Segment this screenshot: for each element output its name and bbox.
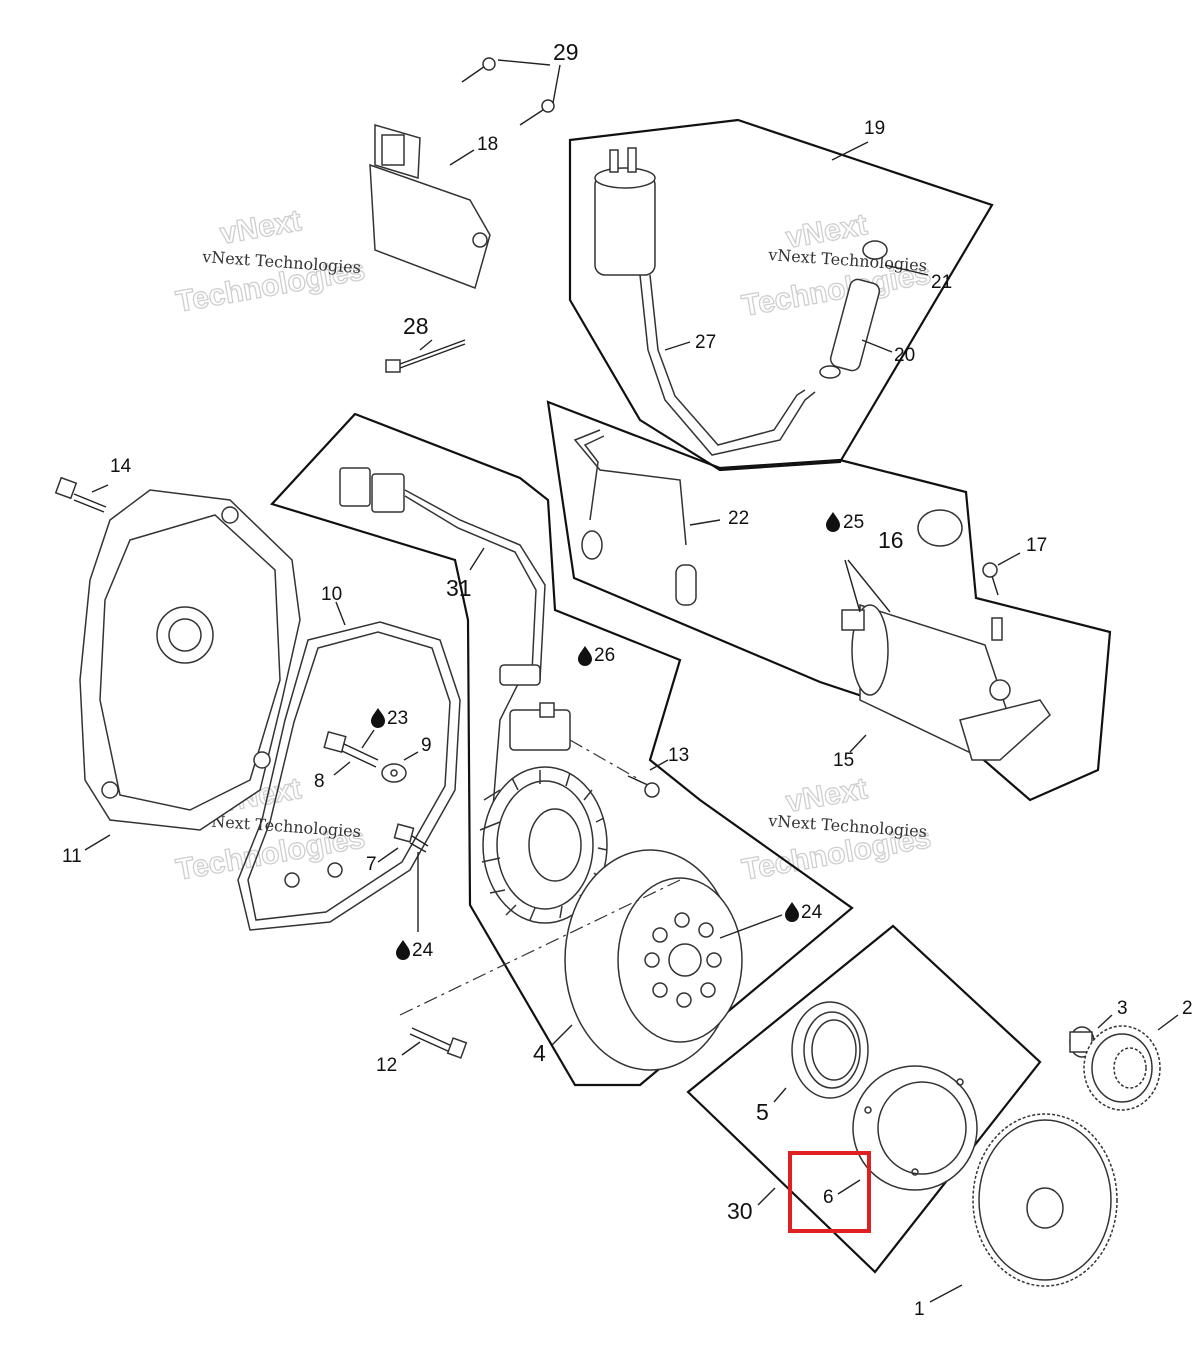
callout-11[interactable]: 11 bbox=[62, 846, 82, 867]
stator-part bbox=[479, 766, 608, 924]
callout-24: 24 bbox=[412, 940, 434, 961]
callout-9[interactable]: 9 bbox=[421, 735, 432, 756]
callout-15[interactable]: 15 bbox=[833, 750, 854, 771]
flywheel-rotor-part bbox=[564, 849, 743, 1071]
starter-group-frame bbox=[546, 400, 1112, 802]
voltage-regulator-part bbox=[369, 124, 491, 289]
callout-10[interactable]: 10 bbox=[321, 584, 342, 605]
screw-29b bbox=[519, 99, 555, 126]
oil-drop-icon bbox=[785, 902, 799, 922]
bolt-8 bbox=[323, 731, 379, 768]
ignition-coil-group-frame bbox=[568, 118, 994, 472]
callout-29[interactable]: 29 bbox=[553, 39, 579, 65]
callout-6[interactable]: 6 bbox=[823, 1187, 834, 1208]
starter-clutch-group-frame bbox=[686, 924, 1042, 1274]
dowel-pin-7 bbox=[393, 823, 429, 853]
stator-group-frame bbox=[270, 412, 854, 1087]
callout-7[interactable]: 7 bbox=[366, 854, 377, 875]
oil-drop-icon bbox=[396, 940, 410, 960]
starter-motor-part bbox=[841, 603, 1051, 761]
one-way-clutch-part bbox=[791, 1001, 869, 1099]
oil-drop-icon bbox=[578, 646, 592, 666]
callout-20[interactable]: 20 bbox=[894, 345, 915, 366]
callout-8[interactable]: 8 bbox=[314, 771, 325, 792]
spark-plug-cap-part bbox=[819, 240, 888, 379]
callout-23-group[interactable]: 23 bbox=[371, 708, 408, 729]
o-ring-part bbox=[917, 509, 963, 547]
callout-4[interactable]: 4 bbox=[533, 1040, 546, 1066]
watermark-top-right: vNext Technologies vNext Technologies bbox=[739, 208, 934, 324]
clutch-housing-part bbox=[852, 1065, 978, 1191]
callout-17[interactable]: 17 bbox=[1026, 535, 1047, 556]
callout-12[interactable]: 12 bbox=[376, 1055, 397, 1076]
callout-5[interactable]: 5 bbox=[756, 1099, 769, 1125]
washer-9 bbox=[381, 763, 407, 783]
stator-harness-part bbox=[339, 467, 571, 821]
ignition-coil-part bbox=[594, 147, 816, 456]
idler-gear-2 bbox=[1083, 1025, 1161, 1111]
callout-31[interactable]: 31 bbox=[446, 575, 472, 601]
svg-text:vNext: vNext bbox=[783, 772, 869, 819]
callout-26-group[interactable]: 26 bbox=[578, 645, 615, 666]
cover-gasket-part bbox=[237, 621, 461, 931]
oil-drop-icon bbox=[371, 708, 385, 728]
callout-25: 25 bbox=[843, 512, 864, 533]
svg-text:vNext: vNext bbox=[217, 204, 303, 251]
screw-12 bbox=[409, 1027, 468, 1059]
screw-13 bbox=[627, 775, 660, 798]
callout-21[interactable]: 21 bbox=[931, 272, 952, 293]
callout-14[interactable]: 14 bbox=[110, 456, 132, 477]
callout-28[interactable]: 28 bbox=[403, 313, 429, 339]
starter-driven-gear-1 bbox=[972, 1113, 1118, 1287]
callout-3[interactable]: 3 bbox=[1117, 998, 1128, 1019]
callout-24a-group[interactable]: 24 bbox=[785, 902, 823, 923]
callout-2[interactable]: 2 bbox=[1182, 998, 1193, 1019]
highlight-box bbox=[788, 1151, 871, 1233]
callout-26: 26 bbox=[594, 645, 615, 666]
crankcase-side-cover-part bbox=[79, 489, 301, 831]
callout-13[interactable]: 13 bbox=[668, 745, 689, 766]
callout-18[interactable]: 18 bbox=[477, 134, 498, 155]
oil-drop-icon bbox=[826, 512, 840, 532]
screw-14 bbox=[54, 476, 107, 513]
battery-cable-part bbox=[573, 429, 697, 606]
callout-19[interactable]: 19 bbox=[864, 118, 885, 139]
callout-16[interactable]: 16 bbox=[878, 527, 904, 553]
callout-22[interactable]: 22 bbox=[728, 508, 749, 529]
screw-29a bbox=[461, 57, 496, 83]
watermark-mid-right: vNext Technologies vNext Technologies bbox=[739, 772, 934, 888]
cable-tie-part bbox=[385, 339, 466, 373]
callout-24b-group[interactable]: 24 bbox=[396, 940, 434, 961]
callout-30[interactable]: 30 bbox=[727, 1198, 753, 1224]
callout-27[interactable]: 27 bbox=[695, 332, 716, 353]
callout-24: 24 bbox=[801, 902, 823, 923]
callout-1[interactable]: 1 bbox=[914, 1299, 925, 1320]
screw-17 bbox=[982, 562, 999, 596]
callout-23: 23 bbox=[387, 708, 408, 729]
watermark-top-left: vNext Technologies vNext Technologies bbox=[173, 204, 368, 320]
callout-25-group[interactable]: 25 bbox=[826, 512, 864, 533]
